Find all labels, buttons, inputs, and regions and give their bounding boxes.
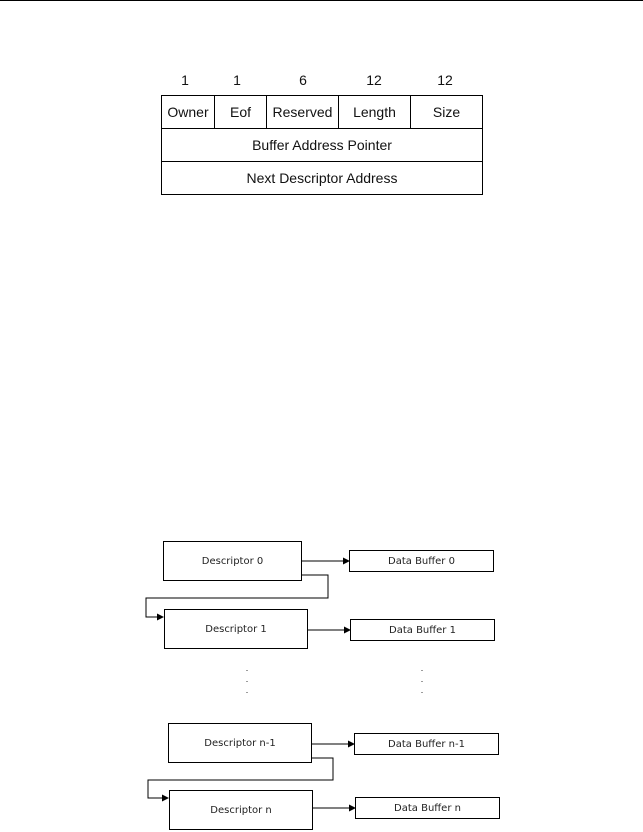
- descriptor-format-table: Owner Eof Reserved Length Size Buffer Ad…: [161, 95, 483, 195]
- link-desc0-to-desc1: [145, 574, 329, 621]
- page-top-rule: [0, 0, 643, 1]
- bit-width-length: 12: [366, 72, 382, 88]
- data-buffer-box-0: Data Buffer 0: [349, 550, 494, 572]
- bit-width-eof: 1: [233, 72, 241, 88]
- bit-width-reserved: 6: [299, 72, 307, 88]
- link-descn1-to-descn: [147, 757, 334, 802]
- descriptor-box-n-minus-1: Descriptor n-1: [168, 723, 312, 763]
- data-buffer-box-n-minus-1: Data Buffer n-1: [354, 733, 499, 755]
- field-buffer-address-pointer: Buffer Address Pointer: [161, 128, 483, 162]
- descriptor-box-1: Descriptor 1: [164, 609, 308, 649]
- ellipsis-buffers: . . .: [420, 663, 424, 695]
- descriptor-box-0: Descriptor 0: [163, 541, 302, 581]
- field-length: Length: [338, 95, 411, 129]
- field-size: Size: [410, 95, 483, 129]
- descriptor-box-n: Descriptor n: [169, 790, 313, 830]
- data-buffer-box-1: Data Buffer 1: [350, 619, 495, 641]
- bit-width-owner: 1: [181, 72, 189, 88]
- bit-width-size: 12: [437, 72, 453, 88]
- data-buffer-box-n: Data Buffer n: [355, 797, 500, 819]
- ellipsis-descriptors: . . .: [245, 663, 249, 695]
- field-next-descriptor-address: Next Descriptor Address: [161, 161, 483, 195]
